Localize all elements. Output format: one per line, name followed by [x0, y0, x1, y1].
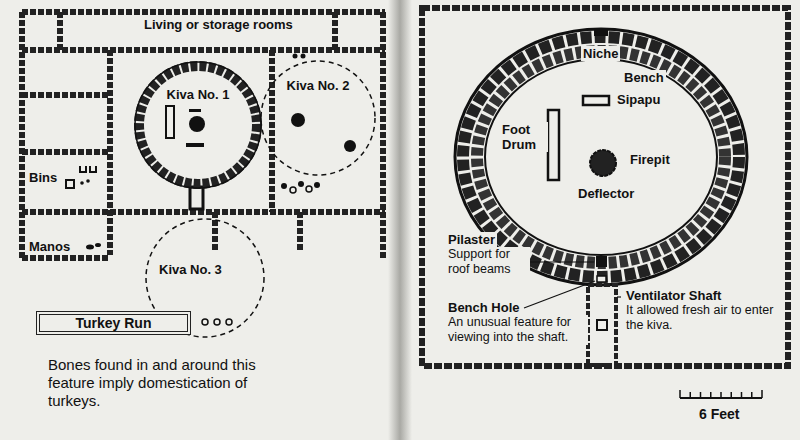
wall: [297, 212, 303, 252]
stone: [86, 179, 90, 183]
firepit: [291, 113, 305, 127]
wall: [269, 50, 275, 212]
stone: [314, 182, 320, 188]
stone: [281, 183, 287, 189]
stone-feature: [344, 140, 356, 152]
part-label: Living or storage rooms: [142, 17, 295, 32]
kiva-label: Kiva No. 1: [167, 87, 230, 103]
part-label: 6 Feet: [697, 407, 741, 422]
note-text: An unusual feature for viewing into the …: [446, 315, 588, 345]
scale-ticks: [680, 390, 762, 398]
ventilator-shaft: [190, 187, 203, 209]
stone: [226, 319, 232, 325]
part-label: Deflector: [576, 186, 636, 201]
wall: [22, 47, 385, 53]
wall: [22, 9, 385, 15]
bench-stones: [477, 51, 725, 263]
bench-hole: [597, 276, 606, 282]
ventilator-shaft: [588, 285, 616, 365]
kiva-outline: Kiva No. 2: [260, 60, 376, 176]
firepit: [189, 116, 205, 132]
stone: [293, 54, 298, 59]
leader-line: [617, 296, 621, 297]
firepit: [590, 150, 616, 176]
stone: [301, 54, 306, 59]
note-text: Bones found in and around this feature i…: [46, 356, 270, 410]
shaft-opening: [597, 320, 607, 330]
bins-symbol: [66, 166, 96, 188]
kiva-outline: [135, 62, 261, 188]
deflector: [186, 143, 204, 147]
kiva-circle: Kiva No. 1: [134, 61, 262, 189]
ring-outline: [485, 59, 717, 255]
wall: [22, 149, 110, 155]
stone: [306, 186, 312, 192]
wall: [212, 212, 218, 252]
part-label: Ventilator Shaft: [624, 288, 723, 303]
part-label: Pilaster: [446, 232, 497, 247]
node-outline: [260, 60, 376, 176]
room-walls: [22, 12, 385, 258]
kiva-label: Kiva No. 2: [287, 78, 350, 94]
kiva-outline: [261, 61, 375, 175]
kiva-label: Kiva No. 3: [159, 262, 222, 278]
wall: [332, 12, 338, 50]
enclosing-wall: [422, 8, 788, 366]
part-label: Bench Hole: [446, 300, 522, 315]
stone: [298, 181, 304, 187]
leader-lines: [524, 262, 621, 308]
kiva-2-features: [281, 54, 356, 194]
mano: [95, 243, 101, 247]
stone: [290, 187, 296, 193]
part-label: Bins: [27, 170, 59, 185]
part-label: Manos: [27, 239, 72, 254]
book-spine: [388, 0, 412, 440]
stone: [202, 319, 208, 325]
part-label: Firepit: [628, 152, 672, 167]
turkey-run-stones: [202, 319, 232, 325]
note-text: Support for roof beams: [446, 247, 530, 277]
sipapu: [583, 96, 609, 105]
stone: [80, 181, 84, 185]
stone: [214, 319, 220, 325]
bin: [80, 166, 96, 172]
wall: [57, 12, 63, 50]
kiva-label: Turkey Run: [76, 315, 152, 331]
turkey-run-box: Turkey Run: [36, 311, 191, 335]
sipapu: [189, 109, 201, 112]
foot-drum: [548, 110, 559, 180]
wall: [22, 92, 110, 98]
leader-line: [524, 281, 595, 308]
wall: [22, 255, 110, 261]
node-outline: [134, 61, 262, 189]
foot-drum: [166, 106, 174, 138]
part-label: Sipapu: [615, 92, 662, 107]
pilaster: [596, 256, 607, 267]
mano: [86, 245, 94, 250]
manos-symbol: [86, 243, 101, 250]
note-text: It allowed fresh air to enter the kiva.: [624, 303, 778, 333]
kiva-wall: [139, 66, 257, 184]
leader-line: [528, 261, 594, 262]
niche: [594, 28, 608, 36]
part-label: Bench: [622, 70, 666, 85]
scale-bar: [680, 390, 762, 398]
part-label: Niche: [581, 46, 620, 61]
bin: [66, 180, 74, 188]
kiva-1-features: [166, 106, 205, 209]
ring-stones: [463, 37, 739, 277]
note-text: Foot Drum: [500, 122, 548, 152]
